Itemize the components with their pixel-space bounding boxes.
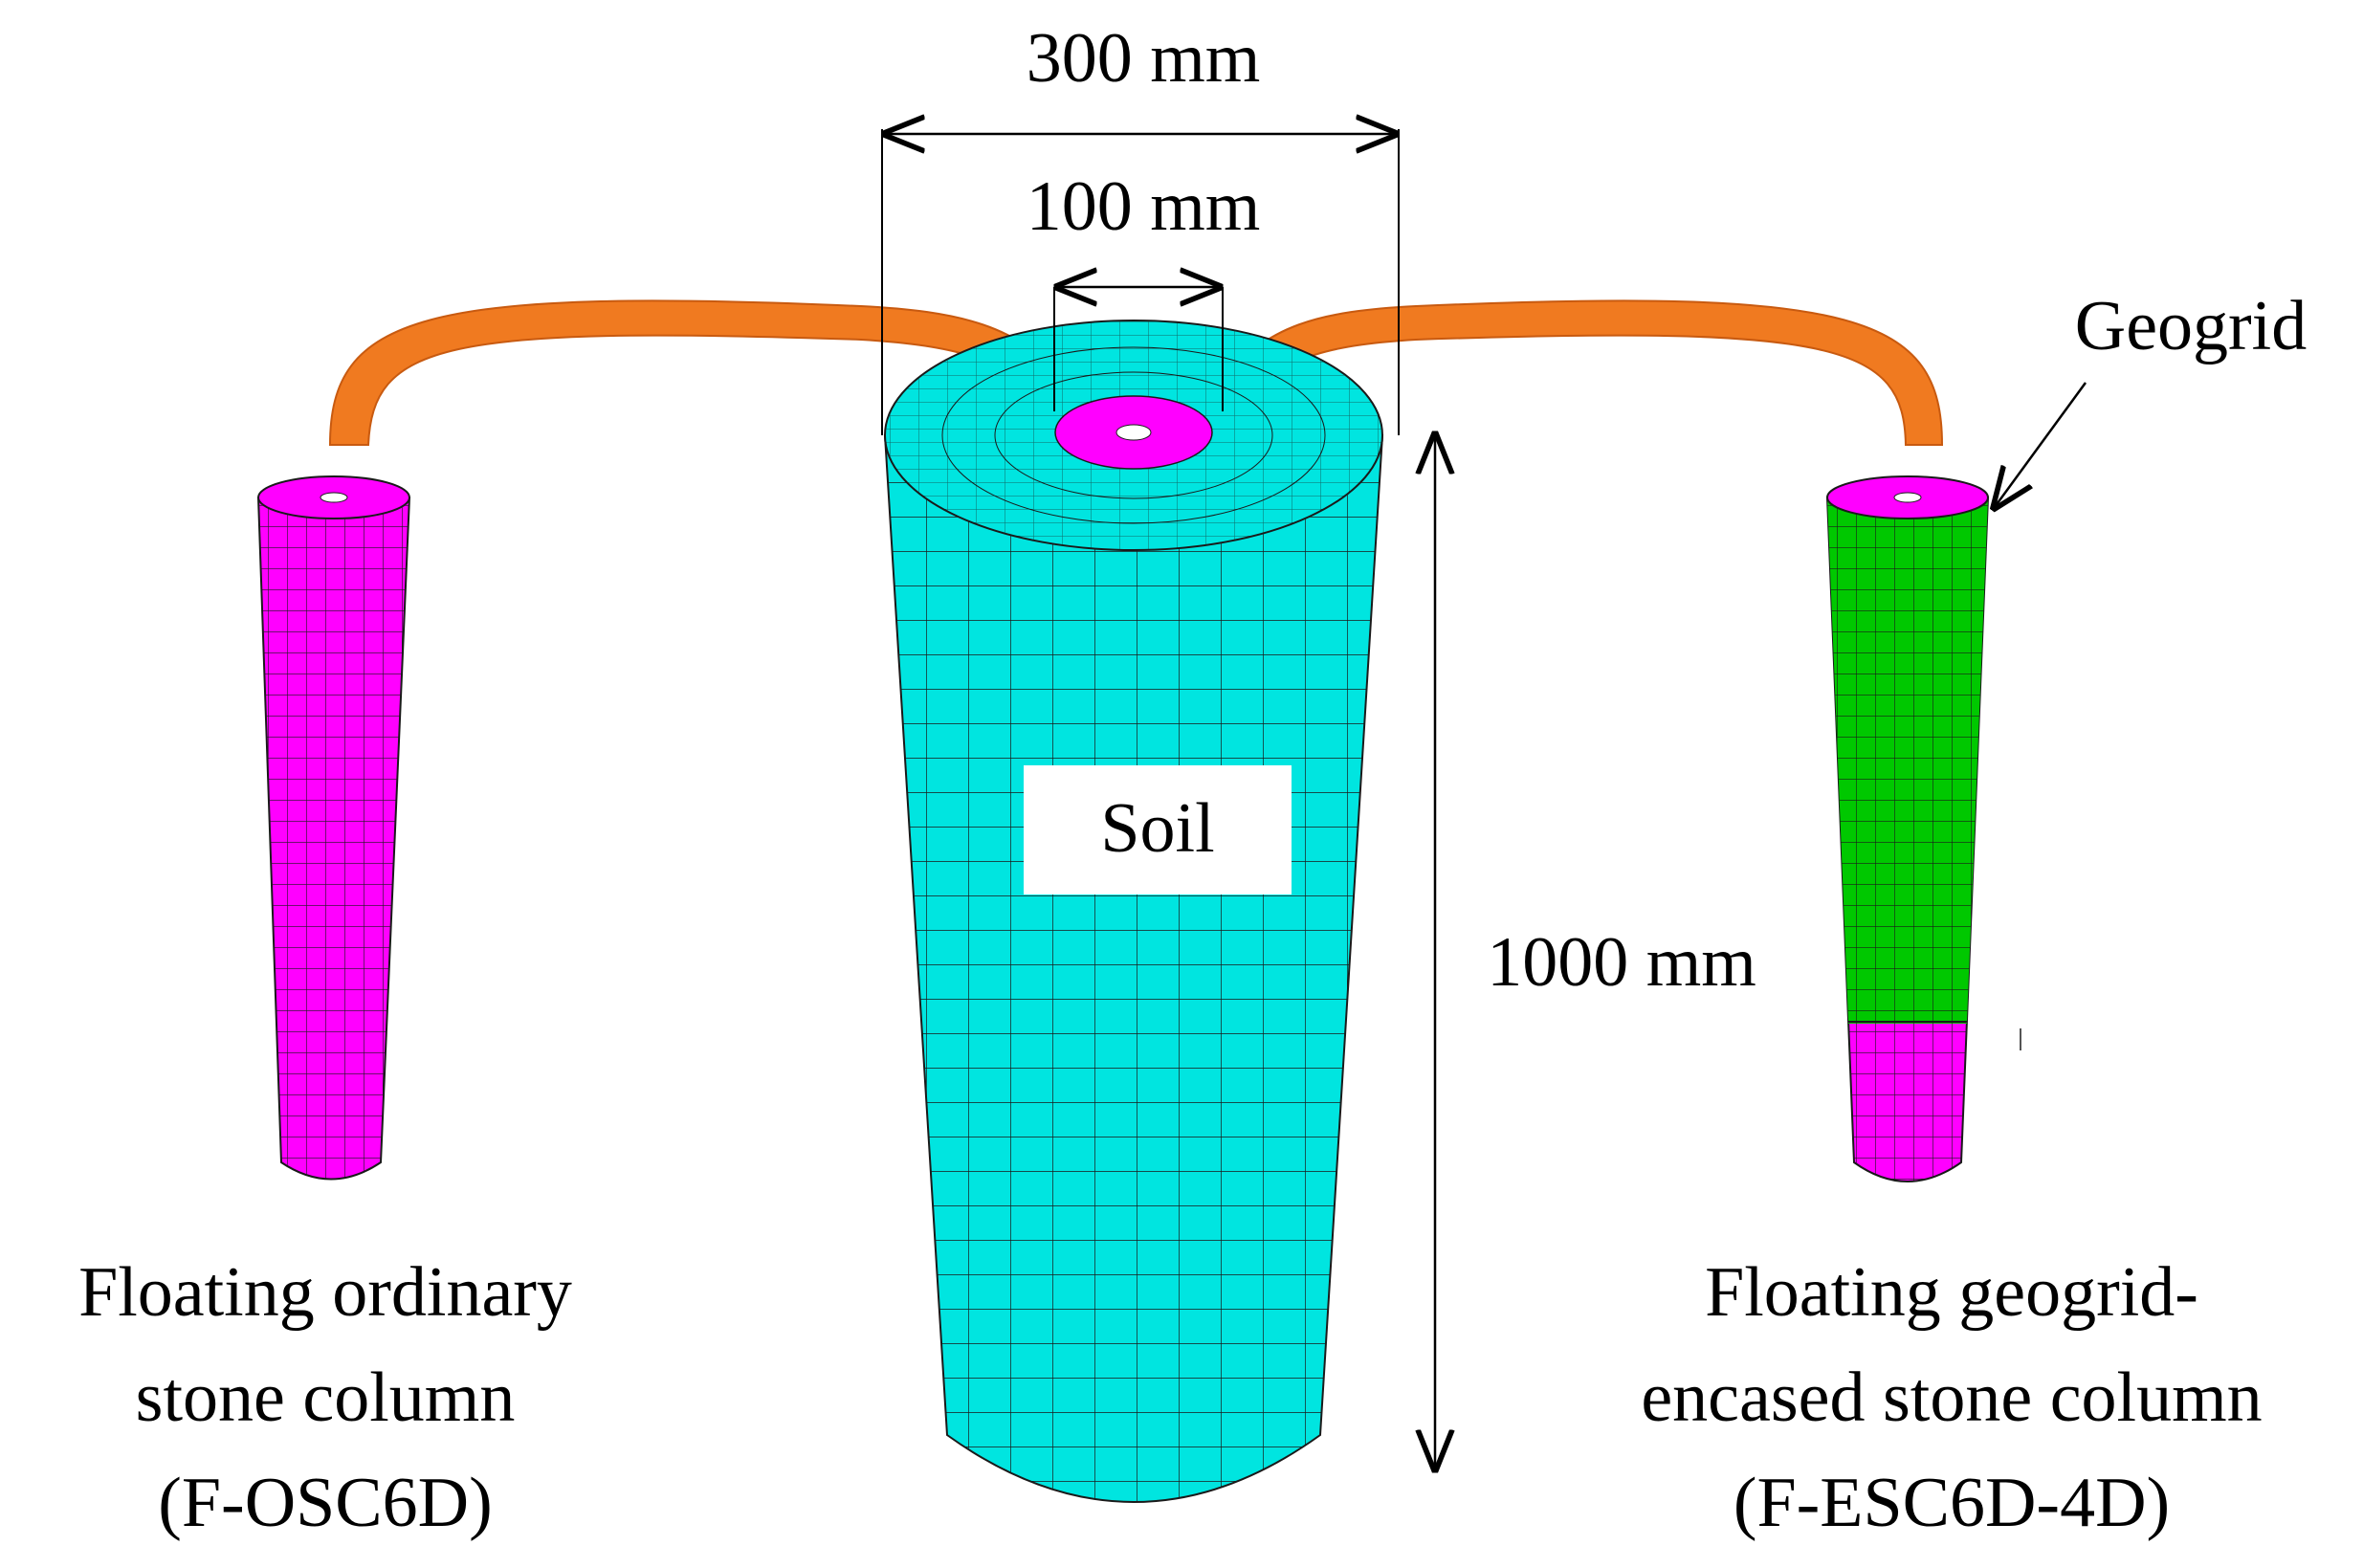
- height-label: 1000 mm: [1487, 923, 1756, 1002]
- outer-diameter-dimension: [881, 129, 1400, 435]
- left-caption-line1: Floating ordinary: [78, 1253, 572, 1332]
- right-caption-line3: (F-ESC6D-4D): [1734, 1464, 2170, 1542]
- inner-diameter-label: 100 mm: [1027, 167, 1261, 246]
- soil-label: Soil: [1100, 789, 1214, 868]
- right-caption-line2: encased stone column: [1641, 1358, 2262, 1437]
- soil-cylinder: [883, 320, 1384, 1503]
- outer-diameter-label: 300 mm: [1027, 19, 1261, 98]
- soil-label-box: [1024, 765, 1292, 894]
- geogrid-label: Geogrid: [2075, 287, 2308, 365]
- left-caption-line2: stone column: [136, 1358, 516, 1437]
- ordinary-stone-column: [256, 475, 411, 1181]
- inner-diameter-dimension: [1053, 287, 1224, 411]
- geogrid-pointer: [1995, 382, 2087, 507]
- right-caption-line1: Floating geogrid-: [1705, 1253, 2198, 1332]
- encased-stone-column: [1825, 475, 1990, 1182]
- left-caption-line3: (F-OSC6D): [158, 1464, 492, 1542]
